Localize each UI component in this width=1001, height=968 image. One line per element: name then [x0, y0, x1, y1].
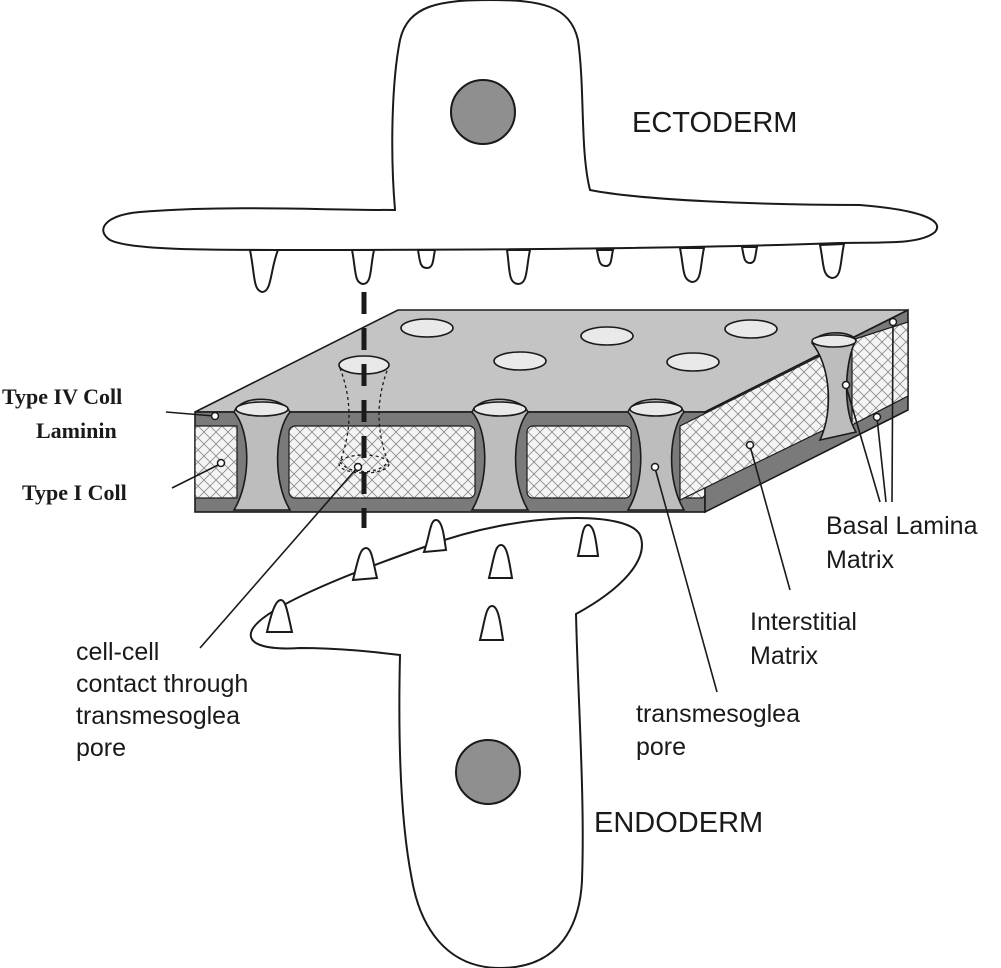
- laminin-label: Laminin: [36, 418, 117, 443]
- endoderm-nucleus: [455, 739, 521, 805]
- type-iv-coll-label: Type IV Coll: [2, 384, 122, 409]
- pore-opening: [493, 351, 547, 371]
- transmesoglea-pore-side: [811, 332, 858, 442]
- cell-contact-label-line4: pore: [76, 734, 126, 762]
- transmesoglea-pore-front: [470, 398, 530, 511]
- interstitial-side-face-2: [851, 321, 909, 426]
- endoderm-cell: [249, 517, 643, 968]
- basal-lamina-label-line2: Matrix: [826, 546, 895, 574]
- interstitial-compartment: [194, 425, 238, 499]
- transmesoglea-pore-label-line2: pore: [636, 733, 686, 761]
- cell-contact-label-line1: cell-cell: [76, 638, 159, 666]
- transmesoglea-pore-front: [626, 398, 686, 511]
- pore-opening: [580, 326, 634, 346]
- contact-pore-outline: [339, 367, 389, 473]
- interstitial-matrix-label-line1: Interstitial: [750, 608, 857, 636]
- cell-contact-label-line2: contact through: [76, 670, 248, 698]
- pore-opening: [400, 318, 454, 338]
- leader-lines: [165, 317, 898, 693]
- type-i-coll-label: Type I Coll: [22, 480, 127, 505]
- transmesoglea-pore-label-line1: transmesoglea: [636, 700, 800, 728]
- ectoderm-label: ECTODERM: [632, 107, 797, 139]
- interstitial-compartment: [288, 425, 476, 499]
- pore-opening: [724, 319, 778, 339]
- transmesoglea-pore-front: [232, 398, 292, 511]
- mesoglea-slab: [194, 308, 909, 514]
- interstitial-matrix-label-line2: Matrix: [750, 642, 819, 670]
- cell-contact-label-line3: transmesoglea: [76, 702, 240, 730]
- basal-lamina-label-line1: Basal Lamina: [826, 512, 978, 540]
- ectoderm-nucleus: [450, 79, 516, 145]
- interstitial-compartment: [526, 425, 632, 499]
- endoderm-label: ENDODERM: [594, 807, 763, 839]
- pore-opening: [666, 352, 720, 372]
- ectoderm-cell: [102, 0, 938, 294]
